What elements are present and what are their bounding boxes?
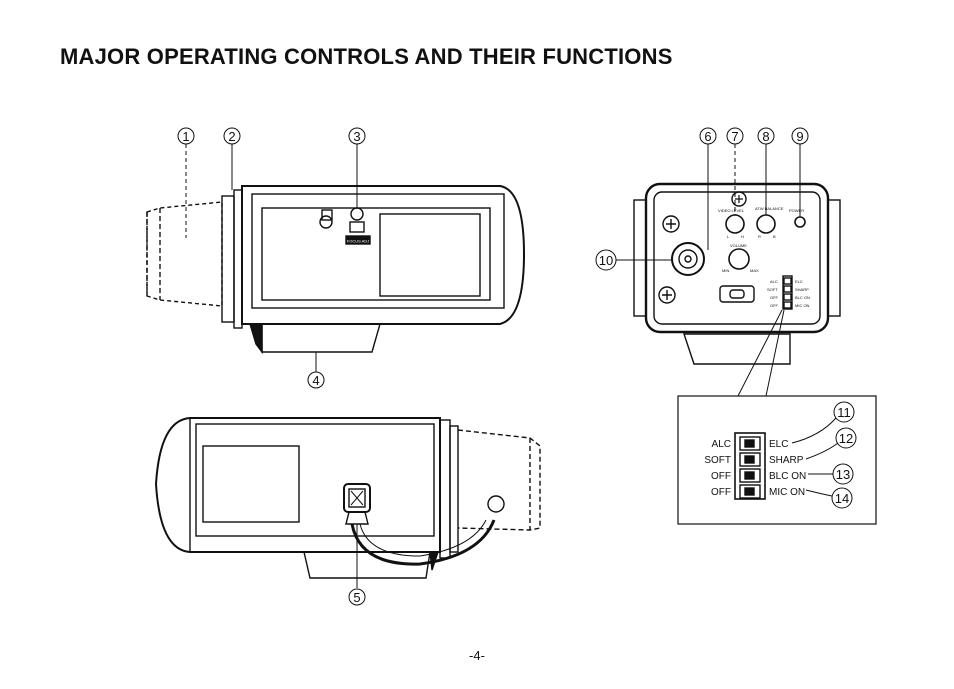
mini-left-1: SOFT — [767, 287, 778, 292]
callout-10: 10 — [595, 249, 617, 271]
page-title: MAJOR OPERATING CONTROLS AND THEIR FUNCT… — [60, 44, 673, 69]
svg-text:1: 1 — [182, 129, 189, 144]
svg-text:12: 12 — [839, 431, 853, 446]
svg-text:4: 4 — [312, 373, 319, 388]
svg-text:3: 3 — [353, 129, 360, 144]
callout-5: 5 — [348, 588, 366, 606]
l-label: L — [727, 234, 730, 239]
callout-3: 3 — [348, 127, 366, 145]
power-label: POWER — [789, 208, 804, 213]
callout-12: 12 — [835, 427, 857, 449]
callout-4: 4 — [307, 371, 325, 389]
callout-8: 8 — [757, 127, 775, 145]
svg-text:10: 10 — [599, 253, 613, 268]
svg-text:11: 11 — [837, 405, 851, 420]
video-level-label: VIDEO LEVEL — [718, 208, 745, 213]
atw-balance-label: ATW BALANCE — [755, 206, 784, 211]
mini-left-2: OFF — [770, 295, 779, 300]
switch-left-label-1: SOFT — [704, 455, 731, 466]
callout-7: 7 — [726, 127, 744, 145]
mini-left-0: ALC — [770, 279, 778, 284]
svg-text:7: 7 — [731, 129, 738, 144]
svg-text:5: 5 — [353, 590, 360, 605]
callout-2: 2 — [223, 127, 241, 145]
switch-right-label-1: SHARP — [769, 455, 804, 466]
switch-right-label-3: MIC ON — [769, 487, 805, 498]
mini-right-2: BLC ON — [795, 295, 810, 300]
callout-13: 13 — [832, 463, 854, 485]
svg-text:14: 14 — [835, 491, 849, 506]
callout-6: 6 — [699, 127, 717, 145]
svg-text:8: 8 — [762, 129, 769, 144]
switch-right-label-0: ELC — [769, 439, 788, 450]
dip-switch-3[interactable] — [739, 468, 761, 483]
switch-left-label-2: OFF — [711, 471, 731, 482]
mini-right-3: MIC ON — [795, 303, 810, 308]
mini-right-1: SHARP — [795, 287, 809, 292]
svg-text:9: 9 — [796, 129, 803, 144]
max-label: MAX — [750, 268, 759, 273]
callout-1: 1 — [177, 127, 195, 145]
callout-11: 11 — [833, 401, 855, 423]
switch-right-label-2: BLC ON — [769, 471, 806, 482]
switch-panel: ALC SOFT OFF OFF ELC SHARP BLC ON MIC ON — [677, 395, 877, 525]
camera-rear-view: VIDEO LEVEL ATW BALANCE POWER VOLUME MIN… — [633, 182, 841, 397]
focus-adj-label: FOCUS ADJ — [347, 239, 369, 244]
page-number: -4- — [469, 648, 485, 663]
mini-left-3: OFF — [770, 303, 779, 308]
min-label: MIN — [722, 268, 729, 273]
svg-text:2: 2 — [228, 129, 235, 144]
camera-side-view-top: FOCUS ADJ — [146, 185, 526, 355]
r-label: R — [758, 234, 761, 239]
volume-label: VOLUME — [730, 243, 747, 248]
callout-14: 14 — [831, 487, 853, 509]
callouts: 1 2 3 4 5 6 7 8 9 10 11 12 13 14 — [177, 127, 857, 606]
dip-switch-2[interactable] — [739, 452, 761, 467]
svg-text:6: 6 — [704, 129, 711, 144]
camera-side-view-bottom — [154, 417, 541, 579]
switch-left-label-0: ALC — [712, 439, 731, 450]
b-label: B — [773, 234, 776, 239]
switch-left-label-3: OFF — [711, 487, 731, 498]
callout-9: 9 — [791, 127, 809, 145]
svg-text:13: 13 — [836, 467, 850, 482]
dip-switch-4[interactable] — [739, 484, 761, 499]
leader-lines — [185, 144, 801, 588]
dip-switch-1[interactable] — [739, 436, 761, 451]
mini-right-0: ELC — [795, 279, 803, 284]
h-label: H — [741, 234, 744, 239]
